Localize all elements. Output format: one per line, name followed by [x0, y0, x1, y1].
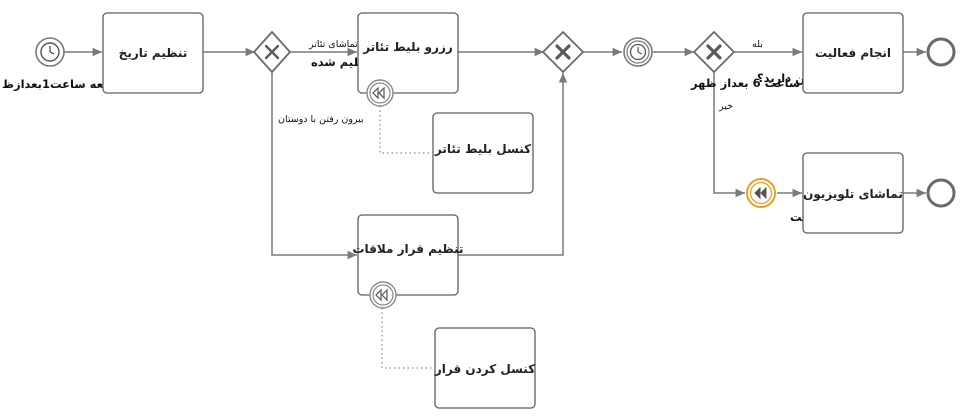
task-set-date[interactable]: تنظیم تاریخ [102, 12, 204, 94]
flow-gateway-to-set-meeting [271, 70, 357, 260]
task-cancel-meeting-label: کنسل کردن قرار [434, 362, 535, 376]
gateway-schedule[interactable] [252, 30, 292, 74]
gateway-decision[interactable] [692, 30, 736, 74]
task-cancel-theater[interactable]: کنسل بلیط تئاتر [432, 112, 534, 194]
association-meeting-cancel [381, 308, 434, 369]
task-watch-tv-label: تماشای تلویزیون [803, 187, 903, 202]
rewind-icon [375, 288, 388, 302]
end-event-activity[interactable] [926, 37, 956, 67]
exclusive-gateway-icon [264, 44, 280, 60]
task-set-date-label: تنظیم تاریخ [119, 46, 188, 60]
task-cancel-meeting[interactable]: کنسل کردن قرار [434, 327, 536, 409]
flow-set-meeting-to-merge [458, 73, 568, 256]
gateway-merge[interactable] [541, 30, 585, 74]
flow-label-friends: بیرون رفتن با دوستان [278, 114, 364, 125]
end-event-tv[interactable] [926, 178, 956, 208]
task-do-activity-label: انجام فعالیت [815, 46, 891, 61]
flow-label-no: خیر [718, 101, 733, 112]
task-set-meeting-label: تنظیم قرار ملاقات [352, 242, 463, 256]
timer-icon [40, 42, 60, 62]
task-cancel-theater-label: کنسل بلیط تئاتر [434, 142, 531, 156]
task-do-activity[interactable]: انجام فعالیت [802, 12, 904, 94]
task-set-meeting[interactable]: تنظیم قرار ملاقات [352, 214, 464, 296]
rewind-icon [754, 186, 767, 200]
start-timer-event[interactable] [35, 37, 65, 67]
intermediate-timer-event[interactable] [623, 37, 653, 67]
flow-label-yes: بله [752, 39, 763, 50]
cancel-activity-event[interactable] [746, 178, 776, 208]
exclusive-gateway-icon [706, 44, 722, 60]
end-circle-icon [926, 37, 956, 67]
compensation-boundary-theater[interactable] [366, 79, 394, 107]
flow-decision-to-cancel [713, 72, 745, 198]
start-event-label: جمعه ساعت1بعدازظ [2, 77, 119, 91]
rewind-icon [372, 86, 385, 100]
associations [379, 106, 434, 369]
compensation-boundary-meeting[interactable] [369, 281, 397, 309]
task-book-theater[interactable]: رزرو بلیط تئاتر [357, 12, 459, 94]
end-circle-icon [926, 178, 956, 208]
timer-icon [629, 43, 647, 61]
task-watch-tv[interactable]: تماشای تلویزیون [802, 152, 904, 234]
flow-label-theater: تماشای تئاتر [308, 39, 358, 50]
timer-event-label: جمعه ساعت 6 بعداز ظهر [690, 76, 834, 90]
sequence-flows [64, 47, 926, 260]
association-theater-cancel [379, 106, 432, 154]
task-book-theater-label: رزرو بلیط تئاتر [362, 40, 453, 55]
exclusive-gateway-icon [555, 44, 571, 60]
